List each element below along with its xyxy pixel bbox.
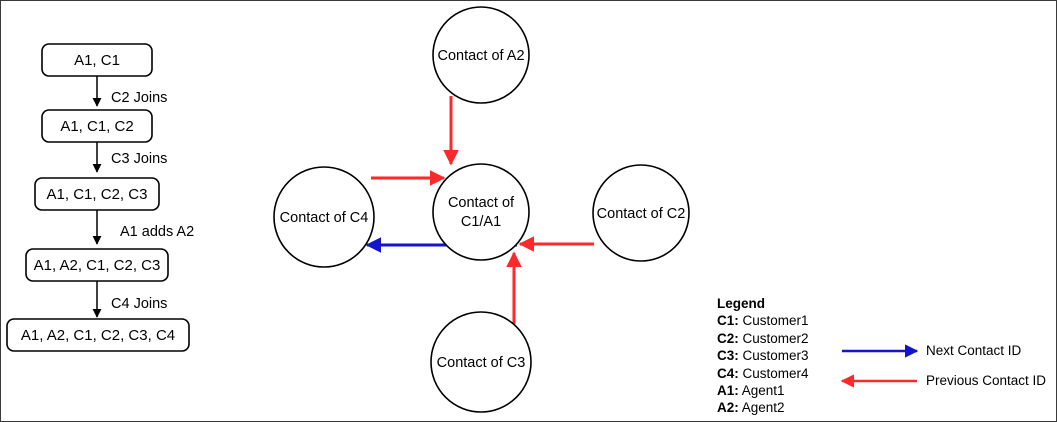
legend-entry-c2-key: C2: <box>717 330 739 346</box>
legend: Legend C1: Customer1 C2: Customer2 C3: C… <box>717 295 809 417</box>
legend-entry-c2-value: Customer2 <box>742 330 809 346</box>
node-contact-of-c3-label: Contact of C3 <box>437 355 526 371</box>
legend-title: Legend <box>717 296 766 311</box>
flow-box-4-label: A1, A2, C1, C2, C3 <box>34 257 161 274</box>
node-contact-of-c1-a1: Contact of C1/A1 <box>432 163 530 261</box>
node-contact-of-c1-a1-label-line2: C1/A1 <box>461 214 501 230</box>
legend-entry-c3-key: C3: <box>717 348 739 364</box>
node-contact-of-c1-a1-label-line1: Contact of <box>448 195 515 211</box>
node-contact-of-a2: Contact of A2 <box>432 6 530 104</box>
legend-entry-c4-key: C4: <box>717 365 739 381</box>
flow-box-5-rect <box>6 318 190 352</box>
legend-entry-a1-value: Agent1 <box>741 383 785 399</box>
flow-box-4: A1, A2, C1, C2, C3 <box>25 248 169 282</box>
node-contact-of-c4-label: Contact of C4 <box>280 210 369 226</box>
flow-edge-label-2: C3 Joins <box>111 151 167 167</box>
node-contact-of-c4-circle <box>273 166 375 268</box>
legend-entry-c4: C4: Customer4 <box>717 365 809 382</box>
node-contact-of-a2-circle <box>432 6 530 104</box>
legend-entry-c2: C2: Customer2 <box>717 330 809 347</box>
flow-box-5-label: A1, A2, C1, C2, C3, C4 <box>21 327 175 344</box>
node-contact-of-c2-circle <box>592 164 690 262</box>
legend-entry-c4-value: Customer4 <box>742 365 809 381</box>
flow-edge-label-4: C4 Joins <box>111 296 167 312</box>
flow-box-3: A1, C1, C2, C3 <box>34 177 160 211</box>
node-contact-of-c3-circle <box>430 311 532 413</box>
legend-previous-label: Previous Contact ID <box>926 373 1047 388</box>
flow-box-1: A1, C1 <box>41 43 153 77</box>
legend-entry-a2-value: Agent2 <box>741 400 785 416</box>
node-contact-of-c2-label: Contact of C2 <box>597 206 686 222</box>
flow-edge-label-1: C2 Joins <box>111 90 167 106</box>
node-contact-of-c2: Contact of C2 <box>592 164 690 262</box>
legend-entry-c1: C1: Customer1 <box>717 312 809 329</box>
flow-box-1-label: A1, C1 <box>74 52 120 69</box>
node-contact-of-c1-a1-circle <box>432 163 530 261</box>
flow-box-2: A1, C1, C2 <box>41 109 153 143</box>
legend-entry-a2-key: A2: <box>717 400 739 416</box>
node-contact-of-c3: Contact of C3 <box>430 311 532 413</box>
legend-entry-c3-value: Customer3 <box>742 348 809 364</box>
legend-next-label: Next Contact ID <box>926 343 1022 358</box>
legend-entry-a1-key: A1: <box>717 383 739 399</box>
legend-entry-c3: C3: Customer3 <box>717 347 809 364</box>
legend-entry-c1-value: Customer1 <box>742 313 809 329</box>
legend-entry-a1: A1: Agent1 <box>717 382 809 399</box>
node-contact-of-a2-label: Contact of A2 <box>437 48 524 64</box>
flow-box-3-label: A1, C1, C2, C3 <box>47 186 148 203</box>
flow-box-2-label: A1, C1, C2 <box>60 118 133 135</box>
legend-entry-c1-key: C1: <box>717 313 739 329</box>
flow-box-5: A1, A2, C1, C2, C3, C4 <box>6 318 190 352</box>
legend-entry-a2: A2: Agent2 <box>717 399 809 416</box>
flow-edge-label-3: A1 adds A2 <box>120 224 194 240</box>
node-contact-of-c4: Contact of C4 <box>273 166 375 268</box>
